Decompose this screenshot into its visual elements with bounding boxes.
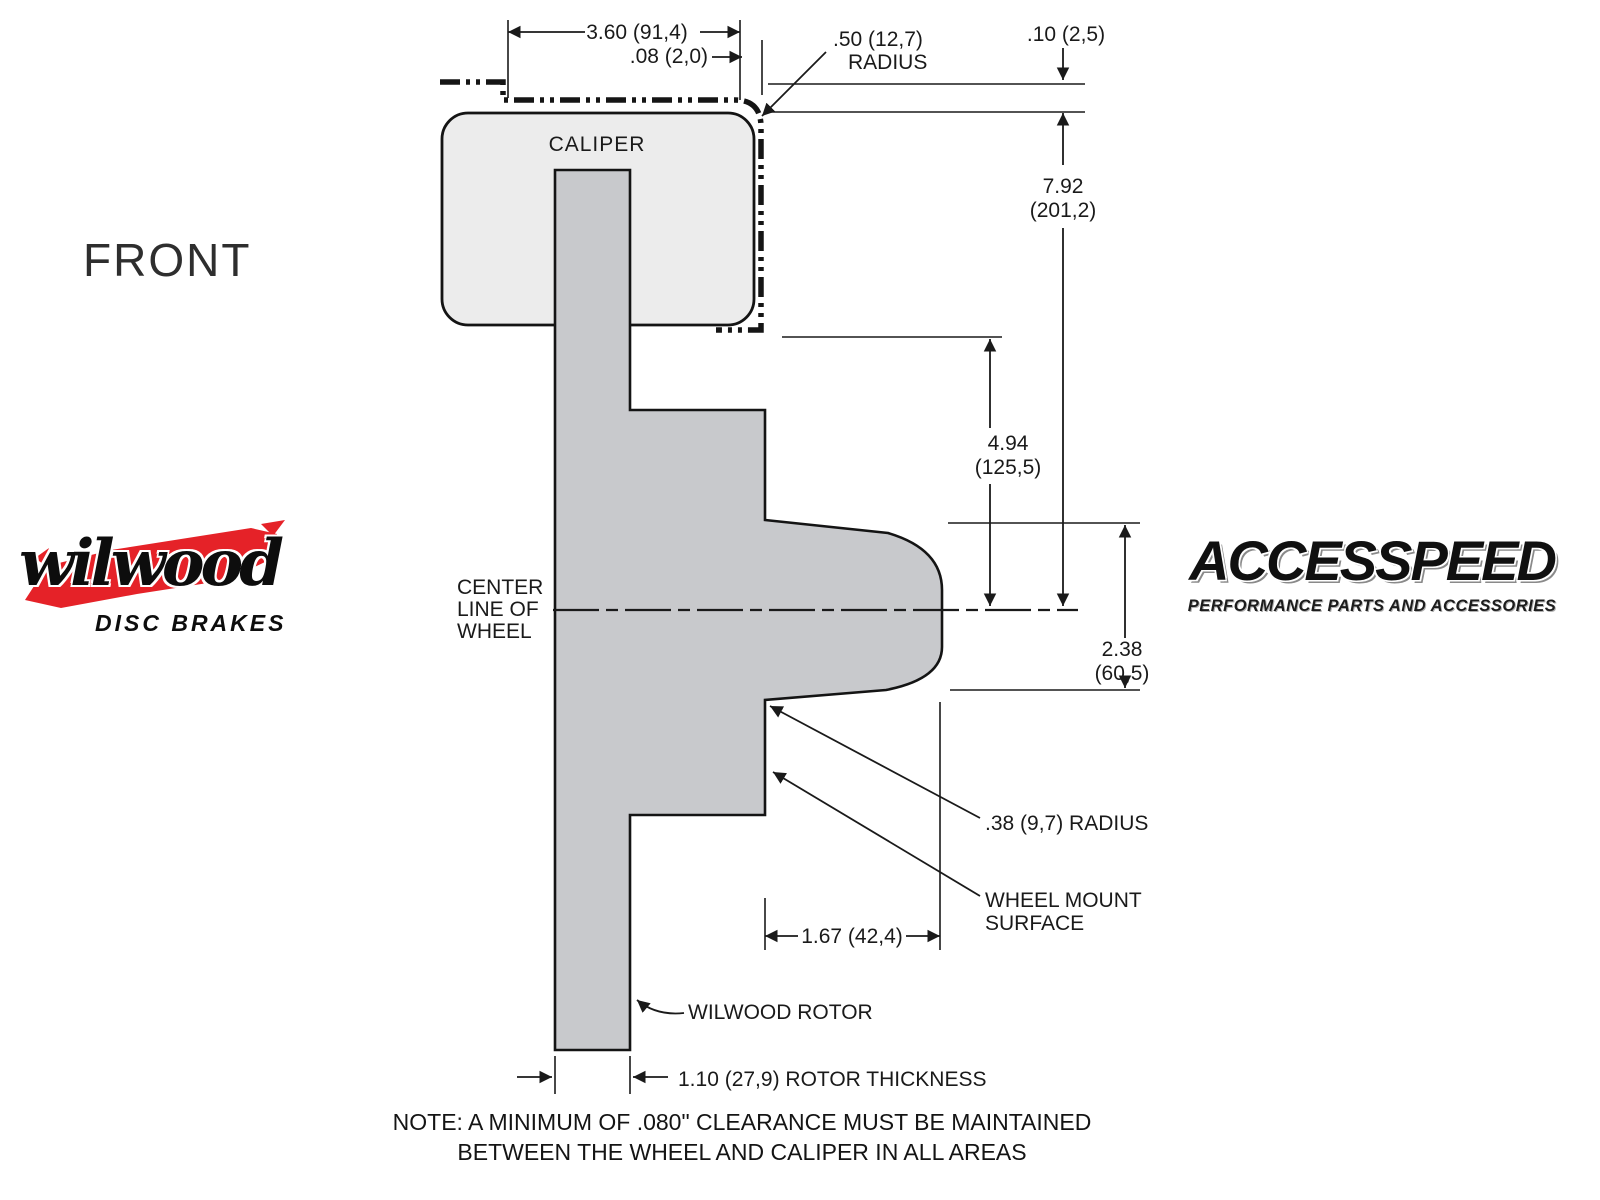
- view-label-front: FRONT: [83, 234, 252, 286]
- wheel-mount-leader: [772, 771, 981, 897]
- accesspeed-tagline: PERFORMANCE PARTS AND ACCESSORIES: [1187, 597, 1557, 615]
- wilwood-tagline: DISC BRAKES: [95, 610, 287, 636]
- accesspeed-wordmark: ACCESSPEED: [1189, 529, 1557, 592]
- radius-050-text-1: .50 (12,7): [833, 28, 923, 51]
- dim-167-text: 1.67 (42,4): [801, 925, 903, 948]
- dim-238-text-1: 2.38: [1102, 638, 1143, 661]
- dim-494-text-1: 4.94: [988, 432, 1029, 455]
- red-brush-stroke: [25, 528, 277, 608]
- dim-238-text-2: (60,5): [1095, 662, 1150, 685]
- caliper-label: CALIPER: [549, 133, 646, 156]
- radius-050-text-2: RADIUS: [848, 51, 927, 74]
- wheel-clearance-line: [440, 79, 764, 333]
- radius-038-text: .38 (9,7) RADIUS: [985, 812, 1148, 835]
- wheel-mount-text-2: SURFACE: [985, 912, 1084, 935]
- note-line-2: BETWEEN THE WHEEL AND CALIPER IN ALL ARE…: [457, 1139, 1026, 1165]
- dim-010-text: .10 (2,5): [1027, 23, 1105, 46]
- note-line-1: NOTE: A MINIMUM OF .080" CLEARANCE MUST …: [393, 1109, 1092, 1135]
- dim-360-text: 3.60 (91,4): [586, 21, 688, 44]
- rotor-leader: [636, 999, 685, 1015]
- wilwood-logo: wilwood DISC BRAKES: [15, 518, 330, 653]
- centerline-label-3: WHEEL: [457, 620, 532, 643]
- rotor-hat-section: [553, 168, 944, 1052]
- dim-792-text-2: (201,2): [1030, 199, 1097, 222]
- rotor-label: WILWOOD ROTOR: [688, 1001, 873, 1024]
- wilwood-wordmark: wilwood: [19, 526, 284, 601]
- wheel-mount-text-1: WHEEL MOUNT: [985, 889, 1142, 912]
- dim-494-text-2: (125,5): [975, 456, 1042, 479]
- centerline-label-1: CENTER: [457, 576, 543, 599]
- accesspeed-logo: ACCESSPEED PERFORMANCE PARTS AND ACCESSO…: [1183, 533, 1561, 616]
- dim-792-text-1: 7.92: [1043, 175, 1084, 198]
- dim-110-text: 1.10 (27,9) ROTOR THICKNESS: [678, 1068, 987, 1091]
- wilwood-brush-graphic: [25, 520, 285, 608]
- centerline-label-2: LINE OF: [457, 598, 539, 621]
- radius-038-leader: [769, 705, 981, 819]
- dim-008-text: .08 (2,0): [630, 45, 708, 68]
